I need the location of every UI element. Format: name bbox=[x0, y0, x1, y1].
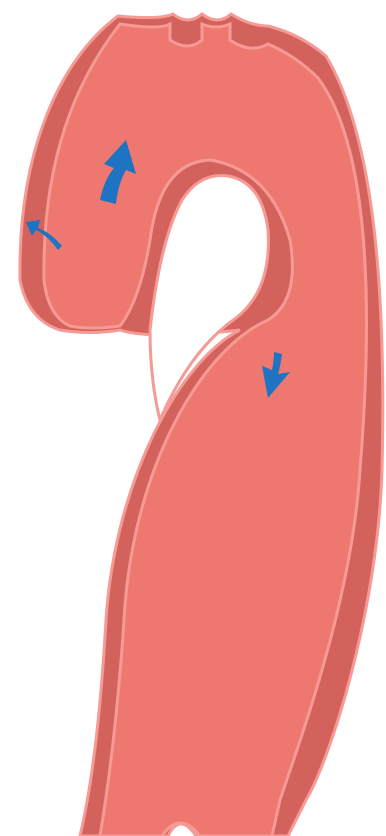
aorta-illustration bbox=[0, 0, 386, 836]
aorta-diagram bbox=[0, 0, 386, 836]
